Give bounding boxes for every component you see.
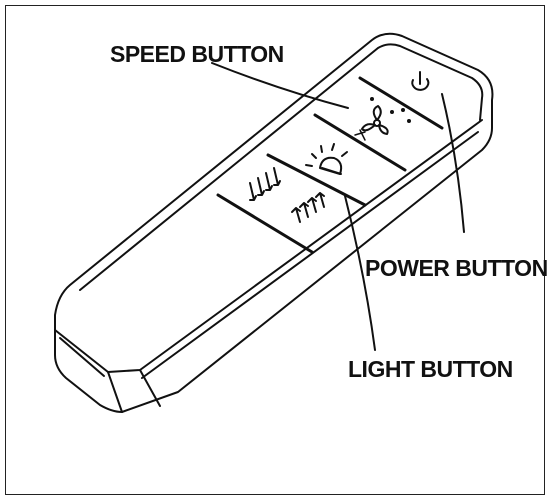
light-button-label: LIGHT BUTTON <box>348 356 513 382</box>
power-icon[interactable] <box>411 71 430 91</box>
light-leader-line <box>344 195 376 351</box>
diagram-frame <box>5 5 545 495</box>
power-button-label: POWER BUTTON <box>365 255 548 281</box>
light-bulb-icon[interactable] <box>305 143 348 175</box>
remote-body <box>54 32 494 413</box>
arrows-down-icon[interactable] <box>249 167 281 201</box>
power-leader-line <box>441 93 465 233</box>
speed-leader-line <box>211 62 349 109</box>
speed-indicator-dots <box>370 97 411 123</box>
fan-icon[interactable] <box>354 105 389 141</box>
button-dividers <box>216 76 444 254</box>
speed-button-label: SPEED BUTTON <box>110 41 284 67</box>
arrows-up-icon[interactable] <box>291 192 325 223</box>
